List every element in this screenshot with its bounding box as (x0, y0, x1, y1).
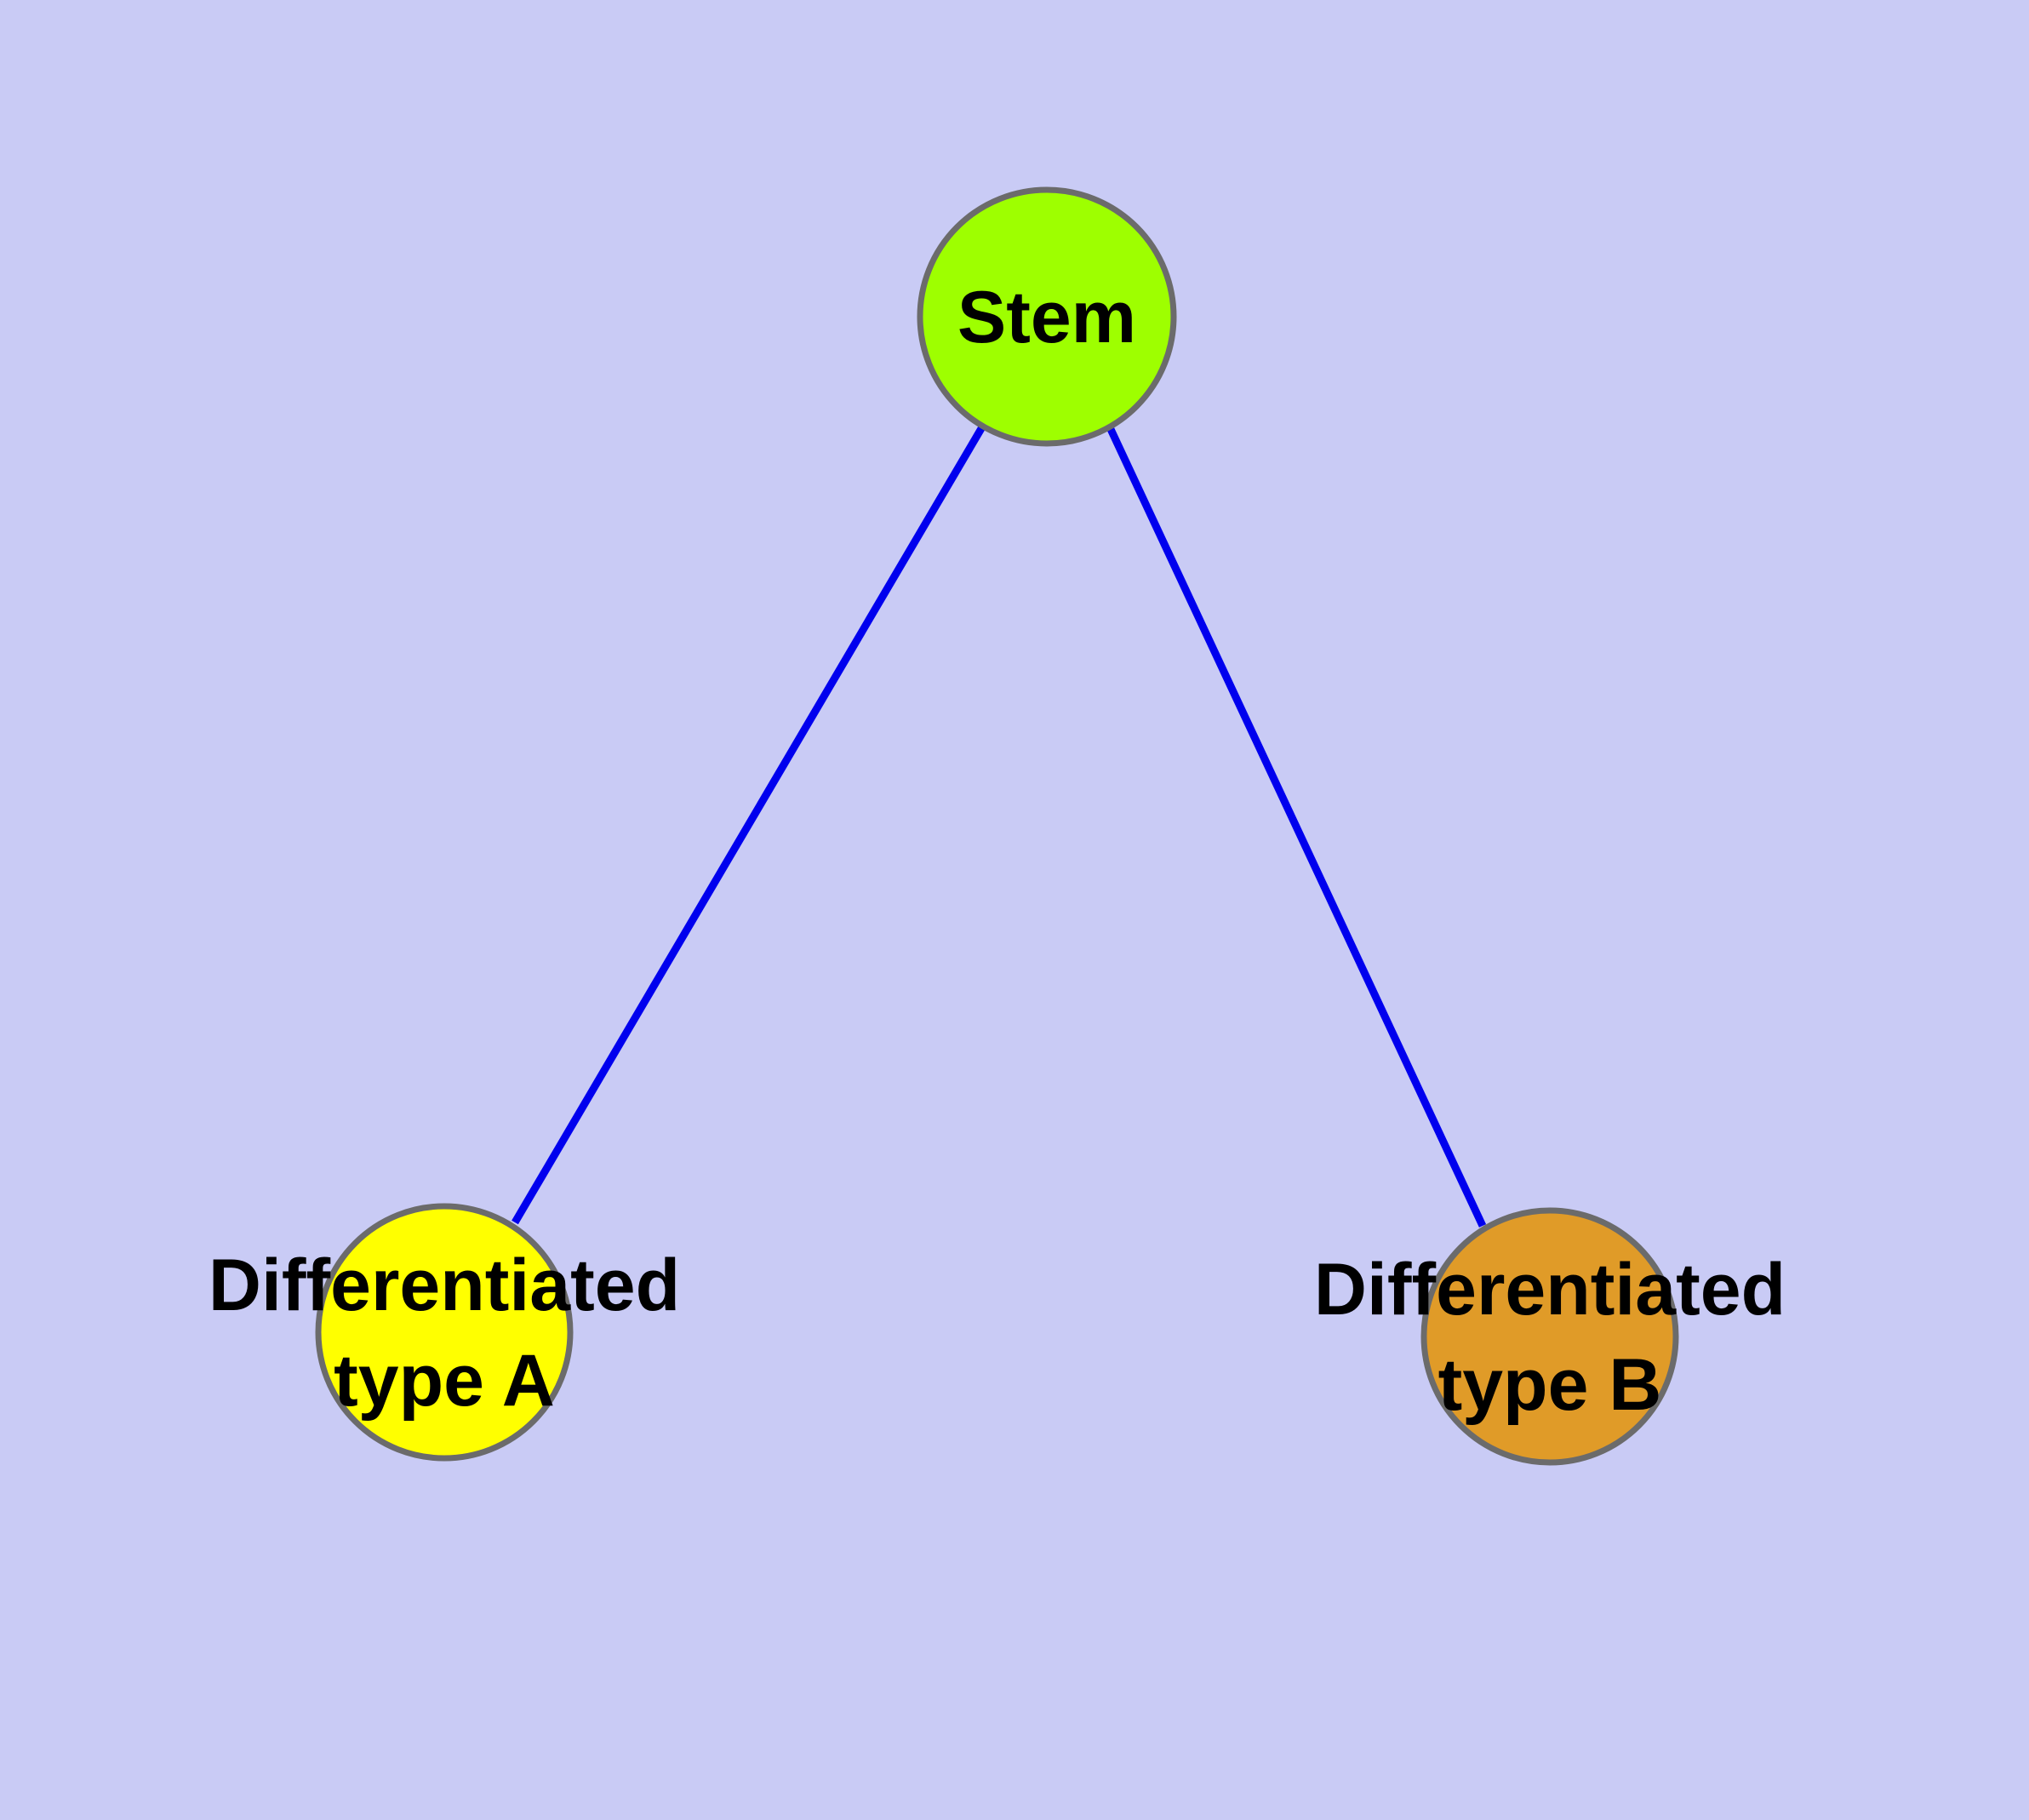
node-label-line: Differentiated (1314, 1249, 1786, 1331)
node-label-line: type A (334, 1340, 555, 1422)
edge-layer (512, 423, 1487, 1228)
node-label-stem: Stem (957, 277, 1136, 358)
node-label-line: Differentiated (209, 1245, 680, 1326)
node-circle-diff-b[interactable] (1420, 1207, 1679, 1466)
node-layer (315, 186, 1679, 1466)
node-label-line: Stem (957, 277, 1136, 358)
node-circle-stem[interactable] (917, 186, 1177, 447)
node-label-diff-a: Differentiated type A (209, 1245, 680, 1422)
node-label-diff-b: Differentiated type B (1314, 1249, 1786, 1426)
node-circle-diff-a[interactable] (315, 1203, 574, 1462)
node-label-line: type B (1438, 1344, 1662, 1426)
edge-stem-to-diff-a[interactable] (512, 423, 986, 1225)
edge-stem-to-diff-b[interactable] (1106, 426, 1487, 1228)
